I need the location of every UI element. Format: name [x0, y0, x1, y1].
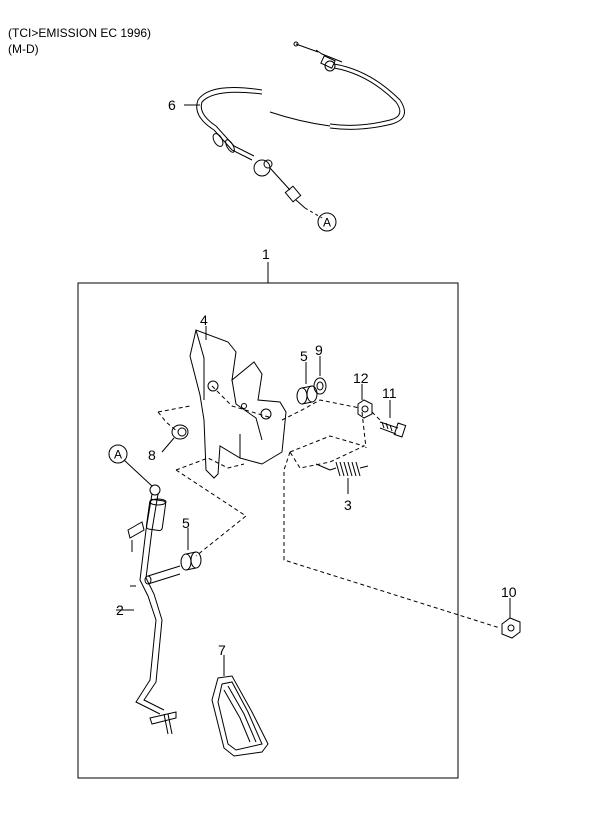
- ref-a-left-label: A: [114, 448, 122, 462]
- callout-6: 6: [168, 97, 176, 113]
- callout-1: 1: [262, 246, 270, 262]
- callout-8: 8: [148, 447, 156, 463]
- bushing-8: [171, 424, 189, 440]
- header-line-2: (M-D): [8, 42, 39, 56]
- bolt: [379, 421, 407, 438]
- callout-11: 11: [382, 385, 397, 401]
- callout-4: 4: [200, 312, 208, 328]
- assembly-frame: [77, 282, 459, 779]
- pedal-arm: [127, 484, 177, 735]
- ref-a-left-marker: A: [108, 444, 128, 464]
- pedal-pad: [211, 675, 269, 757]
- ref-a-top-marker: A: [317, 212, 337, 232]
- washer: [313, 377, 327, 395]
- nut-upper: [357, 399, 373, 419]
- callout-2: 2: [116, 602, 124, 618]
- ref-a-top-label: A: [323, 216, 331, 230]
- bushing-upper: [296, 385, 318, 405]
- callout-3: 3: [344, 497, 352, 513]
- accelerator-cable: [196, 41, 405, 219]
- callout-7: 7: [218, 642, 226, 658]
- callout-5-upper: 5: [300, 348, 308, 364]
- callout-5-lower: 5: [182, 515, 190, 531]
- callout-12: 12: [353, 370, 369, 386]
- nut-lower: [501, 617, 521, 639]
- assembly-lines: [157, 385, 501, 629]
- header-line-1: (TCI>EMISSION EC 1996): [8, 26, 152, 40]
- pivot-pin: [144, 551, 202, 585]
- pedal-bracket: [189, 329, 287, 479]
- return-spring: [315, 461, 369, 477]
- callout-9: 9: [315, 342, 323, 358]
- callout-10: 10: [501, 584, 517, 600]
